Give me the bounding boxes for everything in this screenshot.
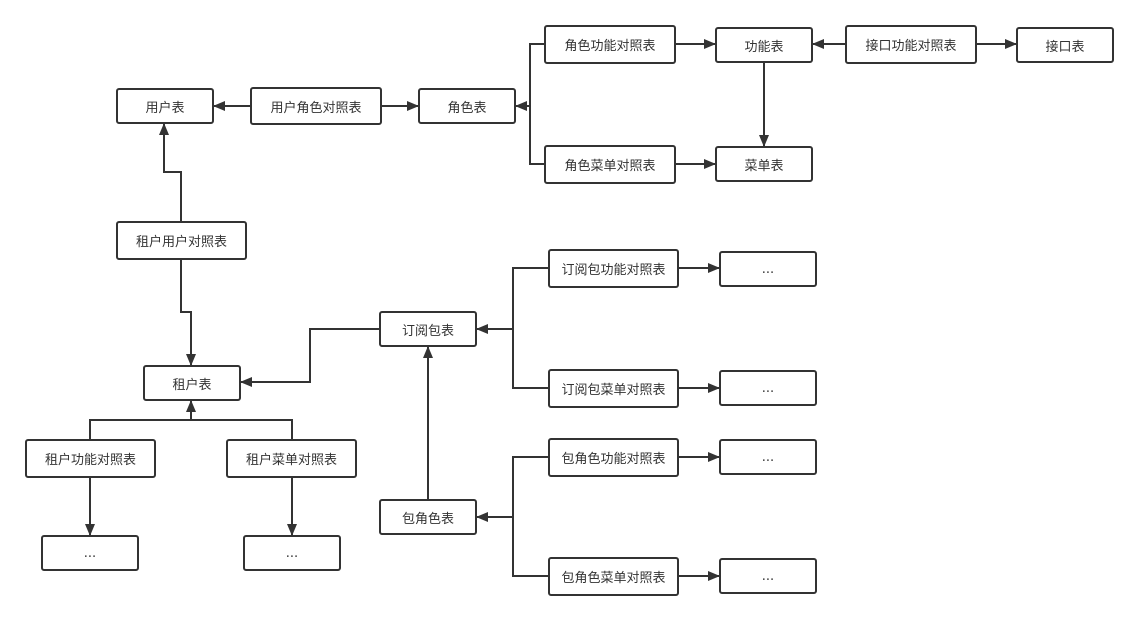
edge-pkgfunc-to-pkgrole [476,456,548,522]
node-subscription-menu-map[interactable]: 订阅包菜单对照表 [548,369,679,408]
edge-subfunc-to-sub [476,267,548,334]
node-tenant-menu-more[interactable]: ... [243,535,341,571]
node-tenant-function-map[interactable]: 租户功能对照表 [25,439,156,478]
node-api-table[interactable]: 接口表 [1016,27,1114,63]
edge-pkgmenu-to-pkgrole [512,517,548,577]
edge-submenu-to-sub [512,329,548,389]
edge-tenantuser-to-user [159,123,182,221]
node-package-role-menu-more[interactable]: ... [719,558,817,594]
node-role-menu-map[interactable]: 角色菜单对照表 [544,145,676,184]
node-user-table[interactable]: 用户表 [116,88,214,124]
edge-sub-to-tenant [240,328,379,387]
node-package-role-function-map[interactable]: 包角色功能对照表 [548,438,679,477]
node-package-role-function-more[interactable]: ... [719,439,817,475]
node-package-role-menu-map[interactable]: 包角色菜单对照表 [548,557,679,596]
edge-tenantmenu-to-tenant [191,419,293,439]
node-subscription-function-more[interactable]: ... [719,251,817,287]
node-package-role-table[interactable]: 包角色表 [379,499,477,535]
node-subscription-menu-more[interactable]: ... [719,370,817,406]
node-api-function-map[interactable]: 接口功能对照表 [845,25,977,64]
node-tenant-menu-map[interactable]: 租户菜单对照表 [226,439,357,478]
node-role-function-map[interactable]: 角色功能对照表 [544,25,676,64]
edge-tenantfunc-to-tenant [89,400,196,439]
node-subscription-function-map[interactable]: 订阅包功能对照表 [548,249,679,288]
node-tenant-user-map[interactable]: 租户用户对照表 [116,221,247,260]
node-subscription-table[interactable]: 订阅包表 [379,311,477,347]
node-function-table[interactable]: 功能表 [715,27,813,63]
node-user-role-map[interactable]: 用户角色对照表 [250,87,382,125]
edge-tenantuser-to-tenant [180,260,196,366]
edge-rolemenu-to-role [529,106,544,165]
node-tenant-table[interactable]: 租户表 [143,365,241,401]
node-menu-table[interactable]: 菜单表 [715,146,813,182]
node-tenant-function-more[interactable]: ... [41,535,139,571]
edge-rolefunc-to-role [515,43,544,111]
node-role-table[interactable]: 角色表 [418,88,516,124]
